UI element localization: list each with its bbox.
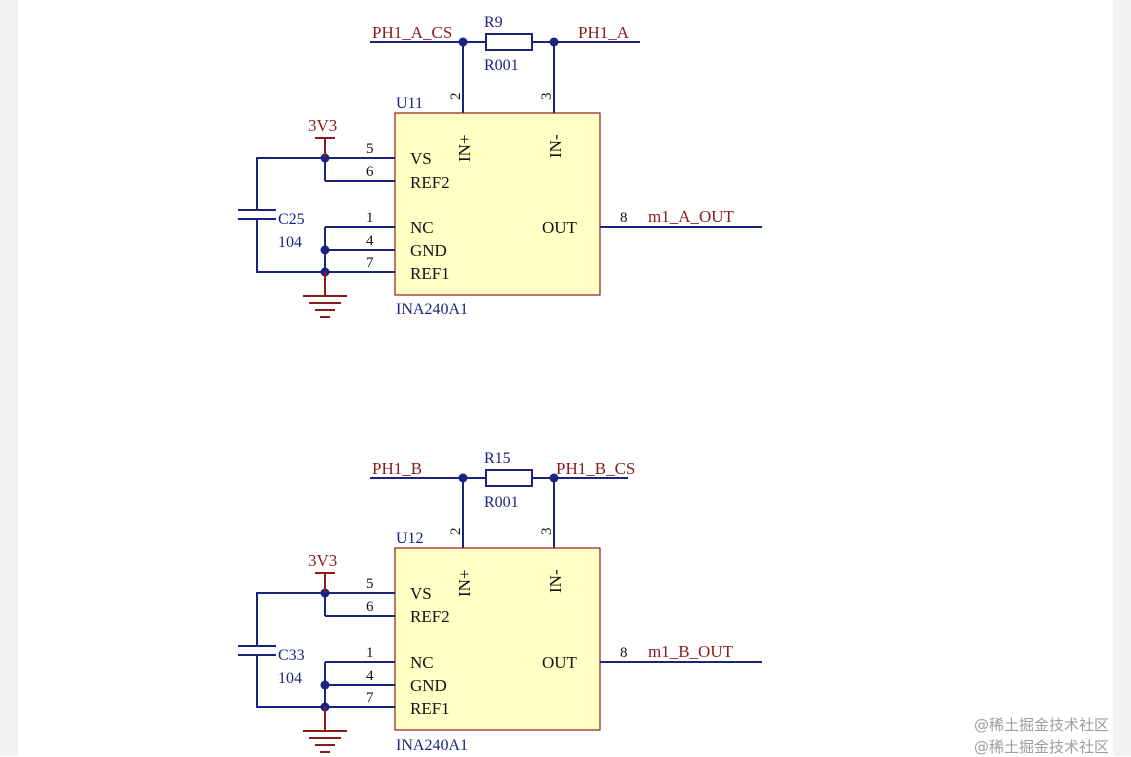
net-label-left: PH1_A_CS — [372, 23, 452, 42]
left-margin-strip — [0, 0, 18, 756]
cap-top-wire — [256, 157, 325, 210]
net-label-left: PH1_B — [372, 459, 422, 478]
pin-label-nc: NC — [410, 218, 434, 237]
circuit-b: PH1_B PH1_B_CS R15 R001 2 3 U12 INA240A1… — [238, 450, 762, 754]
out-net-label: m1_A_OUT — [648, 207, 735, 226]
pin-label-gnd: GND — [410, 241, 447, 260]
power-label: 3V3 — [308, 116, 337, 135]
pin-number-nc: 1 — [366, 210, 374, 226]
resistor-value: R001 — [484, 494, 519, 511]
cap-value: 104 — [278, 234, 302, 251]
pin-label-nc: NC — [410, 653, 434, 672]
junction-dot — [320, 245, 330, 255]
cap-ref: C33 — [278, 647, 305, 664]
cap-bottom-wire — [256, 219, 325, 273]
pin-number-ref2: 6 — [366, 599, 374, 615]
pin-number-in-plus: 2 — [448, 93, 464, 101]
pin-label-vs: VS — [410, 149, 432, 168]
pin-label-ref2: REF2 — [410, 607, 450, 626]
pin-number-in-plus: 2 — [448, 528, 464, 536]
pin-label-in-minus: IN- — [546, 569, 565, 593]
cap-ref: C25 — [278, 211, 305, 228]
resistor-ref: R9 — [484, 14, 503, 31]
right-margin-strip — [1113, 0, 1131, 756]
power-label: 3V3 — [308, 551, 337, 570]
cap-top-wire — [256, 592, 325, 646]
pin-label-in-plus: IN+ — [455, 569, 474, 597]
resistor-r15 — [485, 469, 533, 487]
pin-number-gnd: 4 — [366, 668, 374, 684]
junction-dot — [320, 680, 330, 690]
pin-number-vs: 5 — [366, 576, 374, 592]
net-label-right: PH1_B_CS — [556, 459, 635, 478]
resistor-value: R001 — [484, 57, 519, 74]
ic-part: INA240A1 — [396, 301, 468, 318]
cap-value: 104 — [278, 670, 302, 687]
pin-number-ref2: 6 — [366, 164, 374, 180]
pin-number-in-minus: 3 — [539, 93, 555, 101]
pin-number-ref1: 7 — [366, 255, 374, 271]
ic-body-u11 — [394, 112, 601, 296]
out-net-label: m1_B_OUT — [648, 642, 734, 661]
watermark-text: @稀土掘金技术社区 — [973, 716, 1109, 734]
pin-number-gnd: 4 — [366, 233, 374, 249]
pin-label-in-plus: IN+ — [455, 134, 474, 162]
pin-number-ref1: 7 — [366, 690, 374, 706]
pin-label-ref1: REF1 — [410, 699, 450, 718]
ic-ref: U12 — [396, 530, 424, 547]
cap-bottom-wire — [256, 655, 325, 708]
pin-label-out: OUT — [542, 218, 578, 237]
pin-number-vs: 5 — [366, 141, 374, 157]
pin-label-vs: VS — [410, 584, 432, 603]
ic-ref: U11 — [396, 95, 423, 112]
pin-number-in-minus: 3 — [539, 528, 555, 536]
pin-label-ref1: REF1 — [410, 264, 450, 283]
pin-number-out: 8 — [620, 210, 628, 226]
pin-label-out: OUT — [542, 653, 578, 672]
ic-part: INA240A1 — [396, 737, 468, 754]
watermark-text: @稀土掘金技术社区 — [973, 738, 1109, 756]
net-label-right: PH1_A — [578, 23, 630, 42]
pin-number-nc: 1 — [366, 645, 374, 661]
pin-label-ref2: REF2 — [410, 173, 450, 192]
pin-label-gnd: GND — [410, 676, 447, 695]
pin-label-in-minus: IN- — [546, 134, 565, 158]
ic-body-u12 — [394, 547, 601, 731]
resistor-r9 — [485, 33, 533, 51]
resistor-ref: R15 — [484, 450, 511, 467]
circuit-a: PH1_A_CS PH1_A R9 R001 2 3 U11 INA240A1 … — [238, 14, 762, 318]
pin-number-out: 8 — [620, 645, 628, 661]
